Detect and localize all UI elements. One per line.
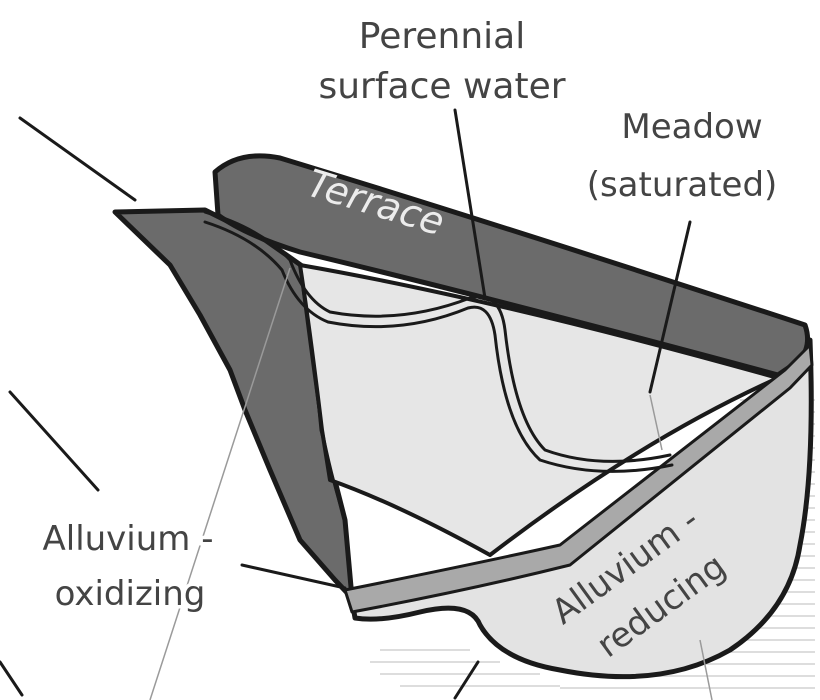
label-saturated: (saturated) bbox=[587, 165, 778, 205]
label-perennial: Perennial bbox=[359, 16, 525, 57]
label-alluvium-oxidizing-1: Alluvium - bbox=[42, 519, 213, 559]
leader-mid-left bbox=[10, 392, 98, 490]
leader-top-left bbox=[20, 118, 135, 200]
label-alluvium-oxidizing-2: oxidizing bbox=[55, 574, 206, 614]
label-surface-water: surface water bbox=[318, 66, 565, 107]
leader-bottom-left bbox=[0, 662, 22, 695]
leader-bottom-center bbox=[455, 662, 478, 698]
label-meadow: Meadow bbox=[621, 107, 762, 147]
